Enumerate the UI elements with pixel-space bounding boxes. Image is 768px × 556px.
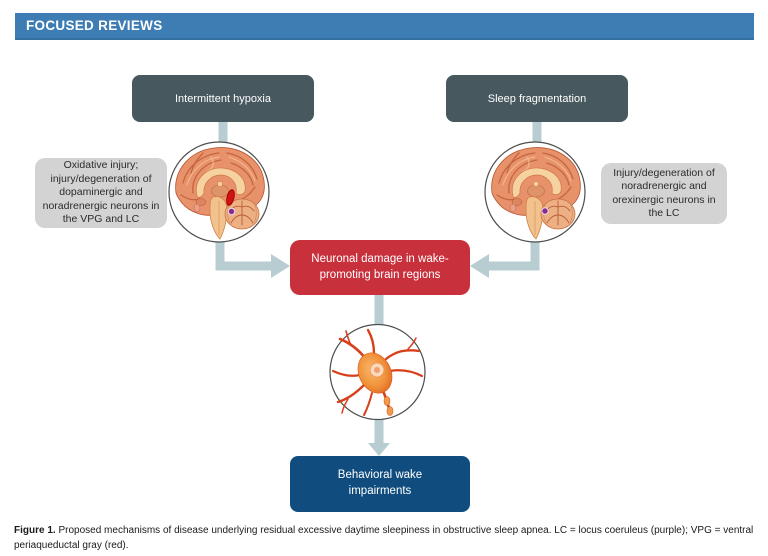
outcome-box: Behavioral wake impairments — [290, 456, 470, 512]
cause-box-intermittent-hypoxia: Intermittent hypoxia — [132, 75, 314, 122]
arrowhead-down-into-outcome-box — [368, 443, 390, 456]
note-box-left: Oxidative injury; injury/degeneration of… — [35, 158, 167, 228]
figure-caption-text: Proposed mechanisms of disease underlyin… — [14, 525, 754, 551]
axon-segment — [383, 396, 391, 406]
cause-label: Sleep fragmentation — [487, 92, 587, 105]
neuron-illustration — [329, 323, 426, 421]
figure-caption-label: Figure 1. — [14, 525, 56, 536]
cause-box-sleep-fragmentation: Sleep fragmentation — [446, 75, 628, 122]
vpg-marker-red — [226, 189, 235, 206]
arrowhead-left-into-damage-box — [271, 254, 290, 278]
arrowhead-right-into-damage-box — [470, 254, 489, 278]
note-text: Injury/degeneration of noradrenergic and… — [612, 166, 716, 219]
brain-illustration-left — [167, 139, 271, 245]
damage-box: Neuronal damage in wake-promoting brain … — [290, 240, 470, 295]
cause-label: Intermittent hypoxia — [175, 92, 271, 105]
lc-marker-purple — [227, 207, 236, 216]
damage-label: Neuronal damage in wake-promoting brain … — [311, 252, 449, 281]
note-text: Oxidative injury; injury/degeneration of… — [42, 159, 160, 226]
figure-caption: Figure 1. Proposed mechanisms of disease… — [14, 524, 756, 553]
section-title: FOCUSED REVIEWS — [26, 18, 163, 33]
brain-illustration-right — [483, 139, 587, 245]
section-header-bar: FOCUSED REVIEWS — [15, 13, 754, 40]
axon-segment — [386, 406, 394, 416]
outcome-label: Behavioral wake impairments — [337, 469, 423, 497]
lc-marker-purple — [541, 207, 549, 215]
note-box-right: Injury/degeneration of noradrenergic and… — [601, 163, 727, 224]
neuron-dendrites — [331, 328, 424, 416]
